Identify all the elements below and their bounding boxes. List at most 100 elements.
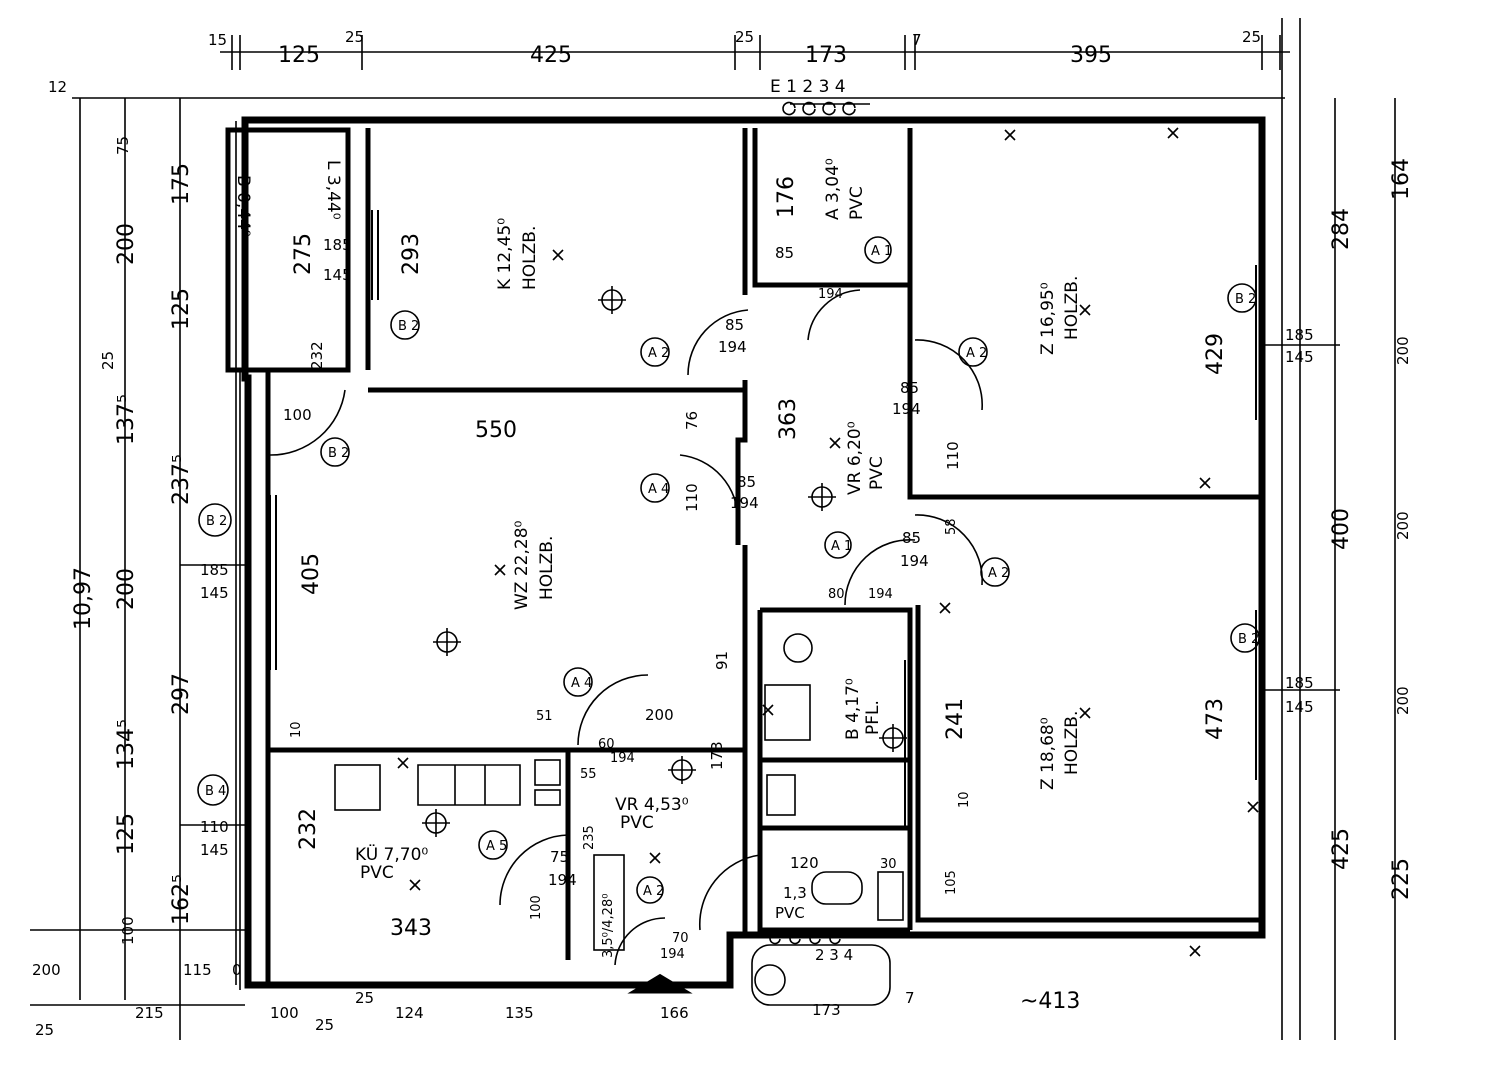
room-wz-floor: HOLZB. [537,536,557,600]
outlet-label: E 1 2 3 4 [770,77,846,97]
room-z1-label: Z 16,95⁰ [1038,282,1058,355]
toilet-icon [811,871,863,905]
loggia-label: L 3,44⁰ [323,160,343,220]
storage-box [593,854,625,951]
dim-right-200a: 200 [1394,336,1412,365]
dim-bottom-25c: 25 [35,1021,54,1039]
dim-top-395: 395 [1070,43,1112,68]
win1-bot: 145 [200,584,229,602]
dim-vr2-173: 173 [708,741,726,770]
dim-b-58: 58 [944,518,959,535]
dim-z2-473: 473 [1203,698,1228,740]
window-size-labels: 185 145 185 145 110 145 185 145 185 145 [200,236,1314,859]
marker-b2-c: B 2 [328,446,349,461]
balcony-box: B 0,44⁰ L 3,44⁰ [225,127,351,373]
dim-k-293: 293 [399,233,424,275]
marker-a2-a: A 2 [648,346,669,361]
room-ku-label: KÜ 7,70⁰ [355,843,428,865]
marker-b2-a: B 2 [398,319,419,334]
outlet-row-icon-2 [769,932,860,945]
dim-top-125: 125 [278,43,320,68]
dim-ku-343: 343 [390,916,432,941]
dim-bottom-100: 100 [270,1004,299,1022]
door4-top: 85 [902,529,921,547]
win3-bot: 145 [200,841,229,859]
bath-icon [751,944,891,1006]
dim-wz-51: 51 [536,709,553,724]
inner-dimensions: 275 293 232 176 429 363 110 550 405 100 … [35,176,1228,1039]
dim-left-175: 175 [169,163,194,205]
outlet-row-icon [782,101,870,116]
dim-wz-110: 110 [683,483,701,512]
wc-basin-icon [877,871,904,921]
dim-top-425: 425 [530,43,572,68]
fixtures [334,101,904,1006]
door3-top: 85 [900,379,919,397]
room-a-label: A 3,04⁰ [823,158,843,220]
dim-left-125: 125 [114,813,139,855]
stove-icon [334,764,381,811]
marker-a1: A 1 [871,244,892,259]
dim-left-237: 237⁵ [169,454,194,505]
room-a-floor: PVC [847,186,867,220]
dim-wz-91: 91 [713,651,731,670]
dim-right-225: 225 [1389,858,1414,900]
light-icon-wz [433,628,461,656]
x-marks [397,127,1259,957]
dim-a-176: 176 [774,176,799,218]
room-labels: K 12,45⁰ HOLZB. A 3,04⁰ PVC Z 16,95⁰ HOL… [355,158,1082,922]
door2-top: 85 [737,473,756,491]
marker-a4: A 4 [648,482,669,497]
dim-right-425: 425 [1329,828,1354,870]
dim-bottom-25b: 25 [315,1016,334,1034]
door6-top: 75 [550,848,569,866]
balcony-label: B 0,44⁰ [233,175,253,237]
counter-icon [417,764,521,806]
dim-wz-550: 550 [475,418,517,443]
dim-bottom-173: 173 [812,1001,841,1019]
dim-left-200a: 200 [114,223,139,265]
inner-walls [268,128,1262,960]
dim-left-115: 115 [183,961,212,979]
win3-top: 110 [200,818,229,836]
door5-top: 85 [775,244,794,262]
dim-left-162: 162⁵ [169,874,194,925]
win1-top: 185 [200,561,229,579]
drain-icon [754,964,786,996]
right-dimensions: 284 164 200 400 200 425 200 225 [1329,158,1414,900]
dim-k-275: 275 [291,233,316,275]
dim-wz-10: 10 [289,721,304,738]
dim-right-200b: 200 [1394,511,1412,540]
door-size-labels: 85 194 85 194 85 194 85 194 85 194 75 19… [548,244,929,962]
dim-left-25: 25 [99,351,117,370]
cabinet-icon [534,789,561,806]
room-z1-floor: HOLZB. [1062,276,1082,340]
dim-right-400: 400 [1329,508,1354,550]
dim-left-75: 75 [114,136,132,155]
dim-right-284: 284 [1329,208,1354,250]
door1-bot: 194 [718,338,747,356]
dim-wz-100: 100 [283,406,312,424]
marker-a4b: A 4 [571,676,592,691]
dim-wc-30: 30 [880,857,897,872]
dim-wc-105: 105 [944,870,959,895]
outer-walls [235,116,1266,990]
room-z2-label: Z 18,68⁰ [1038,717,1058,790]
dim-left-total: 10,97 [71,567,96,630]
dim-left-215: 215 [135,1004,164,1022]
dim-ku-235: 235 [582,825,597,850]
dim-top-173: 173 [805,43,847,68]
door2-bot: 194 [730,494,759,512]
dim-left-297: 297 [169,673,194,715]
dim-top-12: 12 [48,78,67,96]
door7-bot: 194 [660,947,685,962]
dim-b-241: 241 [943,698,968,740]
room-b-floor: PFL. [863,700,883,735]
light-icon-vr1 [808,483,836,511]
door8-bot: 194 [610,751,635,766]
bathtub-icon [764,684,811,741]
dim-bottom-166: 166 [660,1004,689,1022]
room-wc-label: 1,3 [783,884,807,902]
room-wc-floor: PVC [775,904,805,922]
dim-bottom-25: 25 [355,989,374,1007]
